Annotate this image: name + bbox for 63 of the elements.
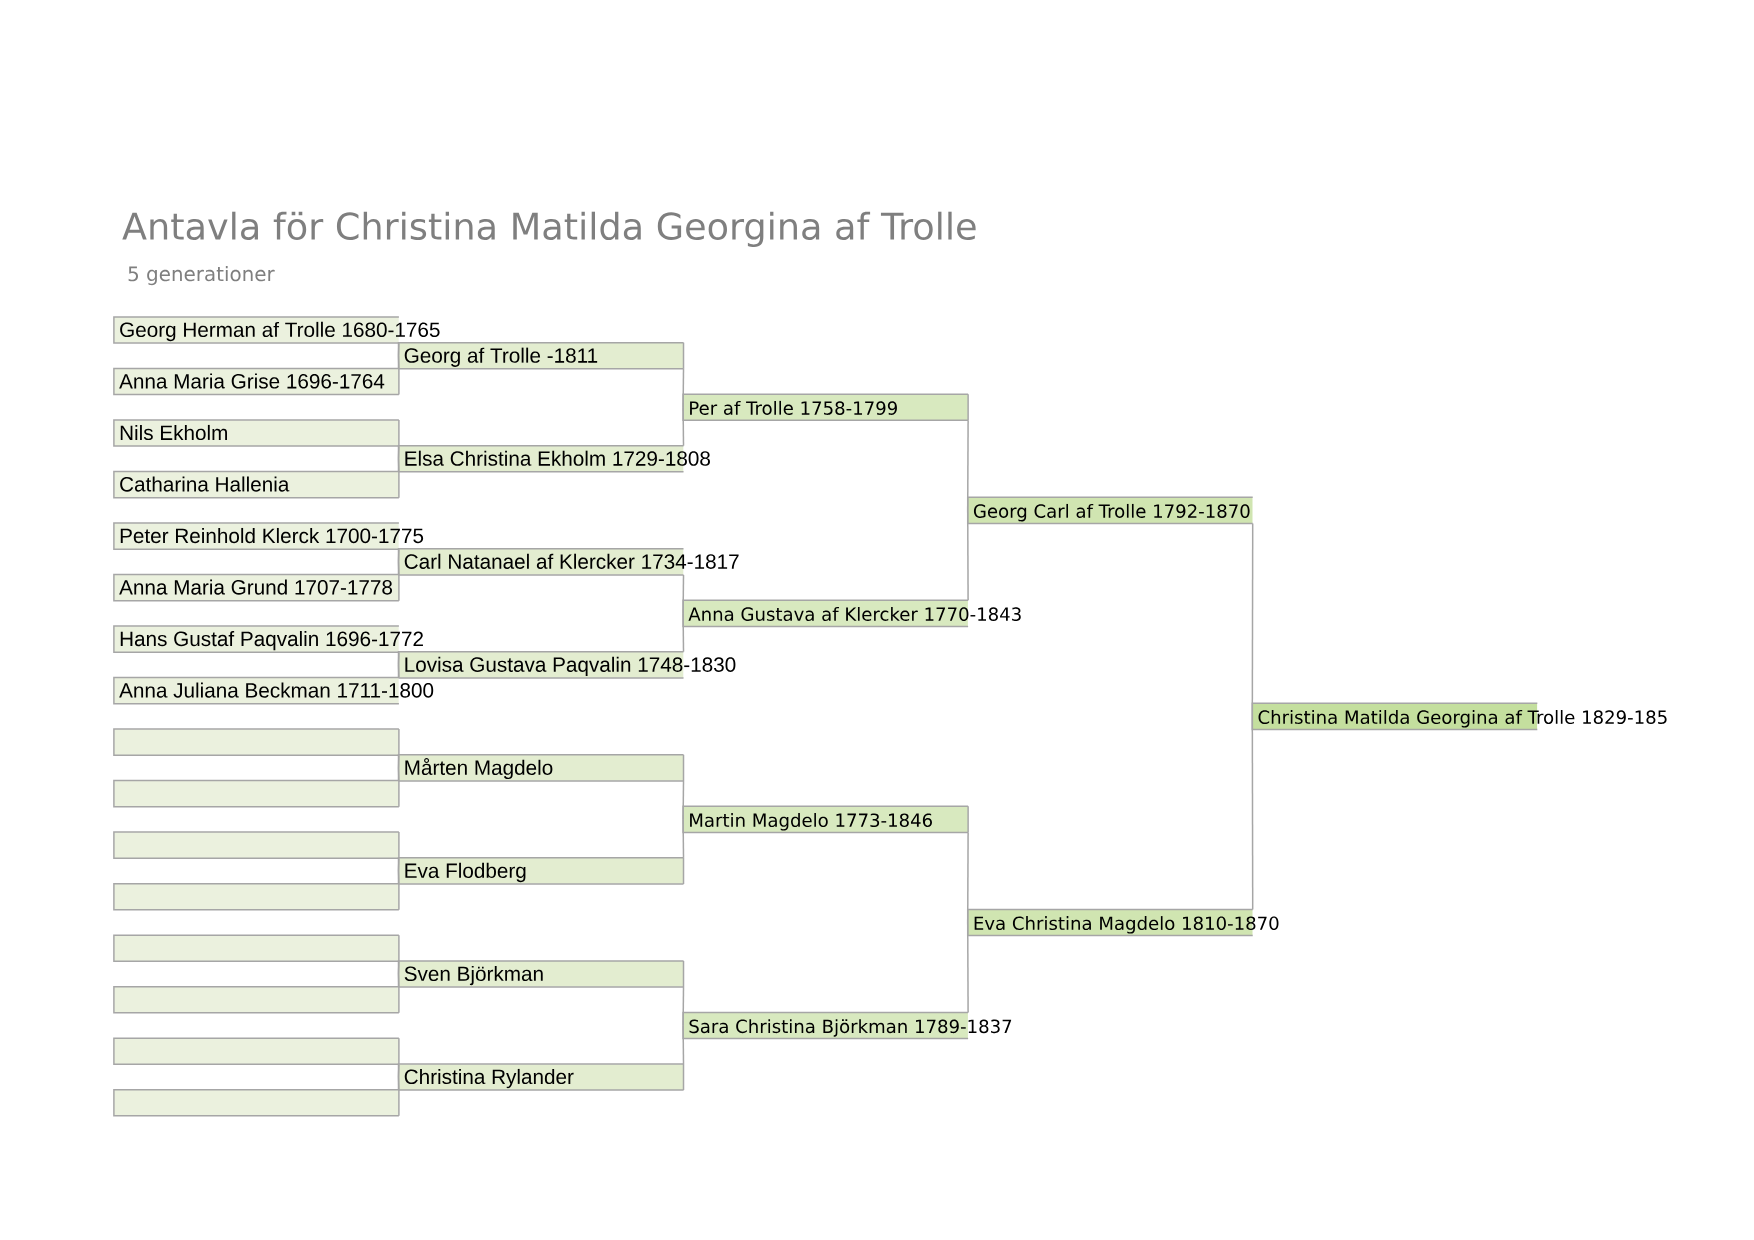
connector-line bbox=[397, 651, 400, 666]
connector-line bbox=[397, 664, 400, 679]
title: Antavla för Christina Matilda Georgina af Trolle bbox=[122, 211, 976, 248]
connector-line bbox=[682, 406, 685, 447]
name-box: Eva Flodberg bbox=[397, 857, 685, 885]
name-box: Anna Maria Grund 1707-1778 bbox=[113, 573, 400, 602]
blank-box bbox=[113, 779, 400, 808]
connector-line bbox=[397, 870, 400, 885]
connector-line bbox=[397, 960, 400, 975]
connector-line bbox=[397, 857, 400, 872]
connector-line bbox=[397, 561, 400, 576]
blank-box bbox=[113, 934, 400, 963]
blank-box bbox=[113, 1037, 400, 1066]
blank-box bbox=[113, 1088, 400, 1117]
name-box: Anna Maria Grise 1696-1764 bbox=[113, 367, 400, 396]
connector-line bbox=[1251, 715, 1254, 911]
name-box: Elsa Christina Ekholm 1729-1808 bbox=[397, 444, 710, 473]
connector-line bbox=[397, 973, 400, 988]
name-box: Catharina Hallenia bbox=[113, 470, 400, 499]
name-box: Lovisa Gustava Paqvalin 1748-1830 bbox=[397, 651, 736, 679]
name-box: Sara Christina Björkman 1789-1837 bbox=[682, 1011, 1012, 1040]
name-box: Nils Ekholm bbox=[113, 419, 400, 447]
connector-line bbox=[397, 767, 400, 782]
name-box: Christina Rylander bbox=[397, 1063, 685, 1091]
blank-box bbox=[113, 985, 400, 1014]
connector-line bbox=[397, 548, 400, 563]
blank-box bbox=[113, 831, 400, 859]
connector-line bbox=[1251, 522, 1254, 718]
name-box: Martin Magdelo 1773-1846 bbox=[682, 805, 969, 834]
name-box: Georg Carl af Trolle 1792-1870 bbox=[966, 496, 1254, 525]
name-box: Carl Natanael af Klercker 1734-1817 bbox=[397, 548, 739, 576]
connector-line bbox=[682, 818, 685, 859]
name-box: Anna Gustava af Klercker 1770-1843 bbox=[682, 599, 1021, 628]
name-box: Sven Björkman bbox=[397, 960, 685, 988]
connector-line bbox=[682, 574, 685, 615]
connector-line bbox=[966, 509, 969, 601]
name-box: Eva Christina Magdelo 1810-1870 bbox=[966, 908, 1279, 937]
connector-line bbox=[682, 986, 685, 1027]
connector-line bbox=[682, 780, 685, 821]
connector-line bbox=[397, 355, 400, 370]
name-box: Georg af Trolle -1811 bbox=[397, 341, 685, 370]
connector-line bbox=[397, 445, 400, 460]
connector-line bbox=[397, 1076, 400, 1091]
connector-line bbox=[397, 1063, 400, 1078]
connector-line bbox=[966, 831, 969, 924]
connector-line bbox=[682, 368, 685, 408]
name-box: Per af Trolle 1758-1799 bbox=[682, 393, 969, 422]
connector-line bbox=[682, 612, 685, 653]
connector-line bbox=[397, 342, 400, 357]
name-box: Georg Herman af Trolle 1680-1765 bbox=[113, 316, 440, 344]
blank-box bbox=[113, 882, 400, 911]
name-box: Anna Juliana Beckman 1711-1800 bbox=[113, 676, 434, 705]
connector-line bbox=[397, 754, 400, 769]
connector-line bbox=[966, 921, 969, 1014]
connector-line bbox=[682, 1024, 685, 1065]
connector-line bbox=[966, 419, 969, 512]
blank-box bbox=[113, 728, 400, 756]
name-box: Mårten Magdelo bbox=[397, 754, 685, 782]
subtitle: 5 generationer bbox=[128, 265, 275, 286]
name-box: Hans Gustaf Paqvalin 1696-1772 bbox=[113, 625, 423, 653]
name-box: Christina Matilda Georgina af Trolle 1829-185 bbox=[1251, 702, 1667, 731]
name-box: Peter Reinhold Klerck 1700-1775 bbox=[113, 522, 424, 550]
connector-line bbox=[397, 458, 400, 473]
